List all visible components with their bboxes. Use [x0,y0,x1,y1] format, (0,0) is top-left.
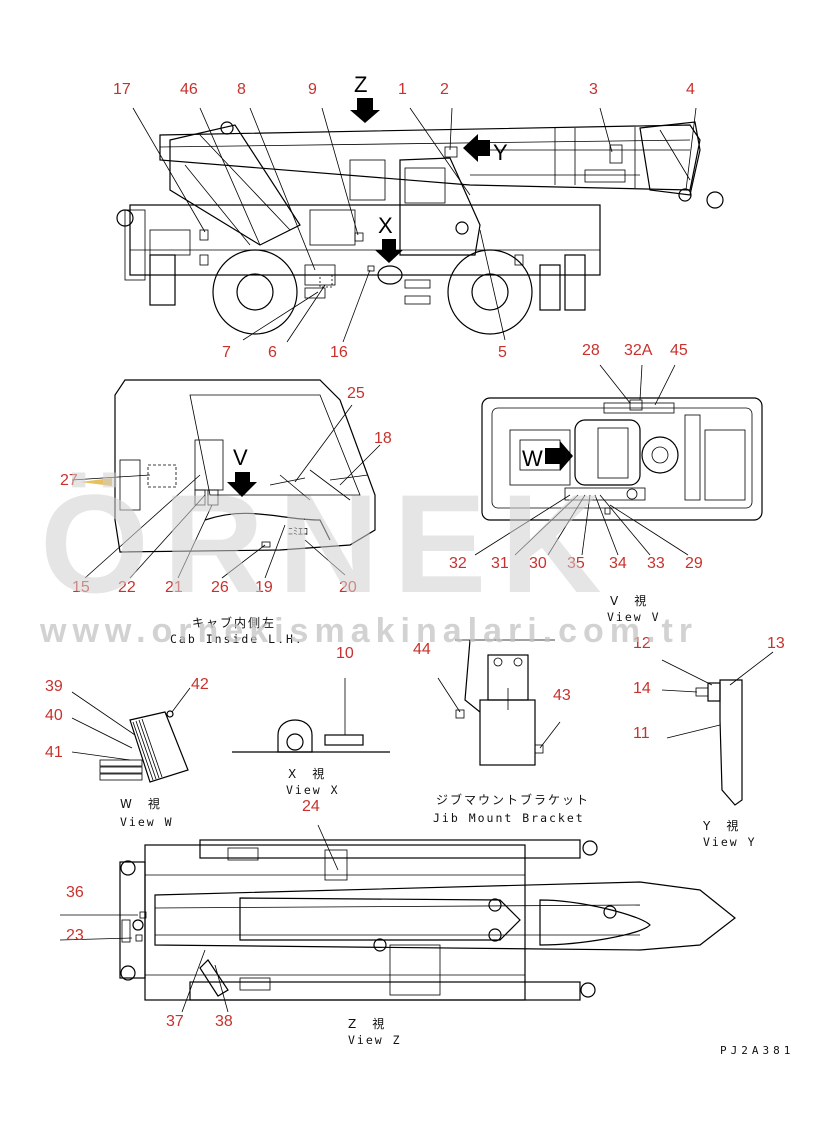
view-z-drawing [119,839,736,1001]
callout-3: 3 [589,81,598,98]
view-x-drawing [232,678,390,753]
callout-40: 40 [45,707,63,724]
view-letter-z: Z [354,72,367,97]
callout-labels: 17 46 8 9 1 2 3 4 7 6 16 5 28 32A 45 25 … [45,81,785,1030]
caption-view-x-jp: X 視 [288,766,326,781]
callout-5: 5 [498,344,507,361]
callout-20: 20 [339,579,357,596]
view-y-drawing [661,651,774,806]
callout-23: 23 [66,927,84,944]
callout-31: 31 [491,555,509,572]
callout-34: 34 [609,555,627,572]
callout-17: 17 [113,81,131,98]
callout-8: 8 [237,81,246,98]
view-letter-x: X [378,213,393,238]
callout-12: 12 [633,635,651,652]
callout-29: 29 [685,555,703,572]
callout-1: 1 [398,81,407,98]
caption-view-v-jp: V 視 [610,593,648,608]
callout-32a: 32A [624,342,653,359]
svg-text:ﾆﾐｴｺ: ﾆﾐｴｺ [288,527,308,538]
drawing-code: PJ2A381 [720,1044,794,1057]
crane-side-view [116,98,724,335]
callout-43: 43 [553,687,571,704]
view-letter-w: W [522,446,543,471]
callout-38: 38 [215,1013,233,1030]
caption-jib-jp: ジブマウントブラケット [436,792,590,807]
cab-inside-view: ﾆﾐｴｺ [80,379,376,553]
caption-view-w-jp: W 視 [120,796,162,811]
callout-21: 21 [165,579,183,596]
callout-10: 10 [336,645,354,662]
callout-37: 37 [166,1013,184,1030]
callout-15: 15 [72,579,90,596]
caption-view-z-en: View Z [348,1033,402,1047]
view-v-leaders [474,364,689,556]
callout-35: 35 [567,555,585,572]
watermark-url: www.ornekismakinalari.com.tr [39,612,698,650]
callout-45: 45 [670,342,688,359]
callout-9: 9 [308,81,317,98]
callout-32: 32 [449,555,467,572]
caption-view-y-jp: Y 視 [702,818,740,833]
callout-4: 4 [686,81,695,98]
view-w-leaders [71,687,191,761]
callout-11: 11 [633,725,650,742]
callout-41: 41 [45,744,63,761]
caption-view-w-en: View W [120,815,174,829]
callout-36: 36 [66,884,84,901]
callout-42: 42 [191,676,209,693]
caption-view-x-en: View X [286,783,340,797]
watermark-brand: ÖRNEK [40,465,616,622]
caption-view-v-en: View V [607,610,661,624]
caption-cab-jp: キャブ内側左 [192,615,276,630]
callout-6: 6 [268,344,277,361]
view-letter-v: V [233,445,248,470]
callout-13: 13 [767,635,785,652]
view-z-leaders [59,824,339,1013]
callout-18: 18 [374,430,392,447]
callout-30: 30 [529,555,547,572]
caption-jib-en: Jib Mount Bracket [433,811,585,825]
callout-33: 33 [647,555,665,572]
watermark: ÖRNEK www.ornekismakinalari.com.tr [39,465,698,650]
callout-28: 28 [582,342,600,359]
callout-25: 25 [347,385,365,402]
callout-22: 22 [118,579,136,596]
callout-7: 7 [222,344,231,361]
callout-26: 26 [211,579,229,596]
view-letter-y: Y [493,140,508,165]
view-w-drawing [99,710,189,783]
callout-39: 39 [45,678,63,695]
callout-16: 16 [330,344,348,361]
caption-view-y-en: View Y [703,835,757,849]
cab-view-leaders [71,404,381,579]
side-view-leaders [132,107,697,343]
caption-cab-en: Cab Inside L.H. [170,632,304,646]
callout-46: 46 [180,81,198,98]
callout-44: 44 [413,641,431,658]
callout-19: 19 [255,579,273,596]
caption-view-z-jp: Z 視 [348,1016,386,1031]
callout-24: 24 [302,798,320,815]
callout-27: 27 [60,472,78,489]
view-v-drawing [481,397,763,521]
callout-2: 2 [440,81,449,98]
jib-mount-bracket-drawing [437,639,561,766]
callout-14: 14 [633,680,651,697]
